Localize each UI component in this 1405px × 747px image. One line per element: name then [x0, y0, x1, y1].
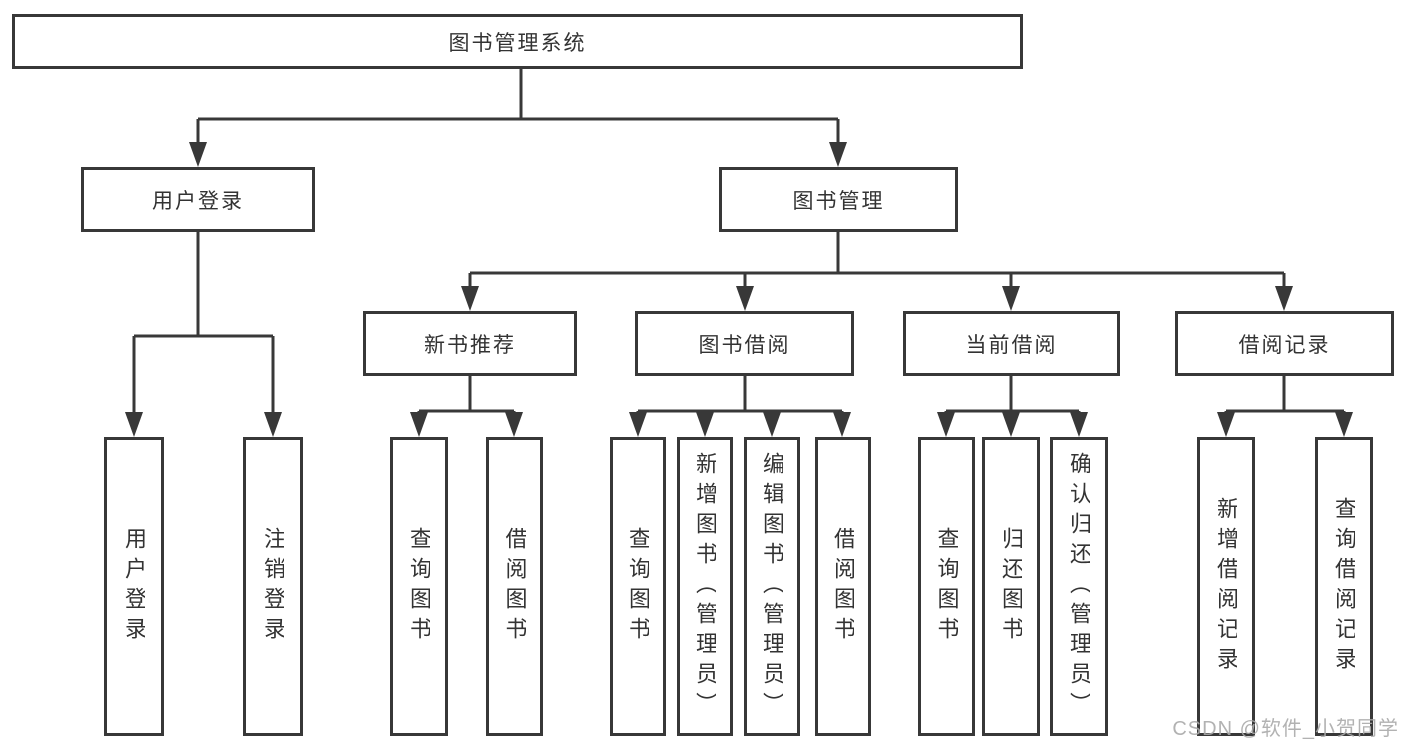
leaf-query-books-3-label: 查询图书 [935, 526, 958, 647]
arrowhead [189, 142, 207, 167]
arrowhead [829, 142, 847, 167]
connector-current-to-leaves [944, 376, 1081, 423]
arrowhead [763, 412, 781, 437]
arrowhead [264, 412, 282, 437]
connector-bookmgmt-to-level3 [468, 232, 1286, 297]
node-borrowing-records-label: 借阅记录 [1238, 333, 1331, 357]
arrowhead [833, 412, 851, 437]
arrowhead [461, 286, 479, 311]
arrowhead [1070, 412, 1088, 437]
node-borrowing-records: 借阅记录 [1175, 311, 1394, 376]
leaf-query-books-3: 查询图书 [918, 437, 975, 736]
node-book-borrowing-label: 图书借阅 [698, 333, 791, 357]
leaf-confirm-return-admin-label: 确认归还（管理员） [1068, 451, 1090, 722]
leaf-edit-book-admin-label: 编辑图书（管理员） [761, 451, 783, 722]
node-user-login-label: 用户登录 [152, 189, 244, 213]
leaf-query-books-1-label: 查询图书 [408, 526, 430, 647]
leaf-query-books-2: 查询图书 [610, 437, 666, 736]
node-current-borrowing: 当前借阅 [903, 311, 1120, 376]
connector-borrowing-to-leaves [636, 376, 844, 423]
arrowhead [937, 412, 955, 437]
arrowhead [1335, 412, 1353, 437]
node-user-login: 用户登录 [81, 167, 315, 232]
leaf-return-book: 归还图书 [982, 437, 1040, 736]
arrowhead [505, 412, 523, 437]
leaf-borrow-books-2-label: 借阅图书 [832, 526, 854, 647]
leaf-query-borrow-record-label: 查询借阅记录 [1333, 496, 1355, 677]
leaf-borrow-books-2: 借阅图书 [815, 437, 871, 736]
node-new-book-recommend-label: 新书推荐 [424, 333, 516, 357]
leaf-user-login: 用户登录 [104, 437, 164, 736]
leaf-query-books-2-label: 查询图书 [627, 526, 649, 647]
arrowhead [736, 286, 754, 311]
node-current-borrowing-label: 当前借阅 [965, 333, 1058, 357]
connector-records-to-leaves [1224, 376, 1346, 423]
connector-newbook-to-leaves [417, 376, 516, 423]
leaf-query-books-1: 查询图书 [390, 437, 448, 736]
node-root: 图书管理系统 [12, 14, 1023, 69]
node-book-management: 图书管理 [719, 167, 958, 232]
leaf-logout: 注销登录 [243, 437, 303, 736]
leaf-borrow-books-1: 借阅图书 [486, 437, 543, 736]
leaf-add-book-admin-label: 新增图书（管理员） [694, 451, 716, 722]
connector-root-to-level2 [196, 69, 840, 153]
leaf-add-borrow-record: 新增借阅记录 [1197, 437, 1255, 736]
leaf-add-borrow-record-label: 新增借阅记录 [1215, 496, 1237, 677]
leaf-query-borrow-record: 查询借阅记录 [1315, 437, 1373, 736]
leaf-confirm-return-admin: 确认归还（管理员） [1050, 437, 1108, 736]
arrowhead [410, 412, 428, 437]
node-book-borrowing: 图书借阅 [635, 311, 854, 376]
node-root-label: 图书管理系统 [448, 31, 587, 55]
leaf-borrow-books-1-label: 借阅图书 [503, 526, 526, 647]
leaf-logout-label: 注销登录 [262, 526, 284, 647]
arrowhead [1275, 286, 1293, 311]
node-new-book-recommend: 新书推荐 [363, 311, 577, 376]
arrowhead [696, 412, 714, 437]
leaf-add-book-admin: 新增图书（管理员） [677, 437, 733, 736]
arrowhead [629, 412, 647, 437]
node-book-management-label: 图书管理 [792, 189, 885, 213]
connector-userlogin-to-leaves [132, 232, 275, 423]
leaf-user-login-label: 用户登录 [123, 526, 145, 647]
arrowhead [1217, 412, 1235, 437]
arrowhead [1002, 286, 1020, 311]
arrowhead [1002, 412, 1020, 437]
leaf-return-book-label: 归还图书 [1000, 526, 1022, 647]
arrowhead [125, 412, 143, 437]
leaf-edit-book-admin: 编辑图书（管理员） [744, 437, 800, 736]
